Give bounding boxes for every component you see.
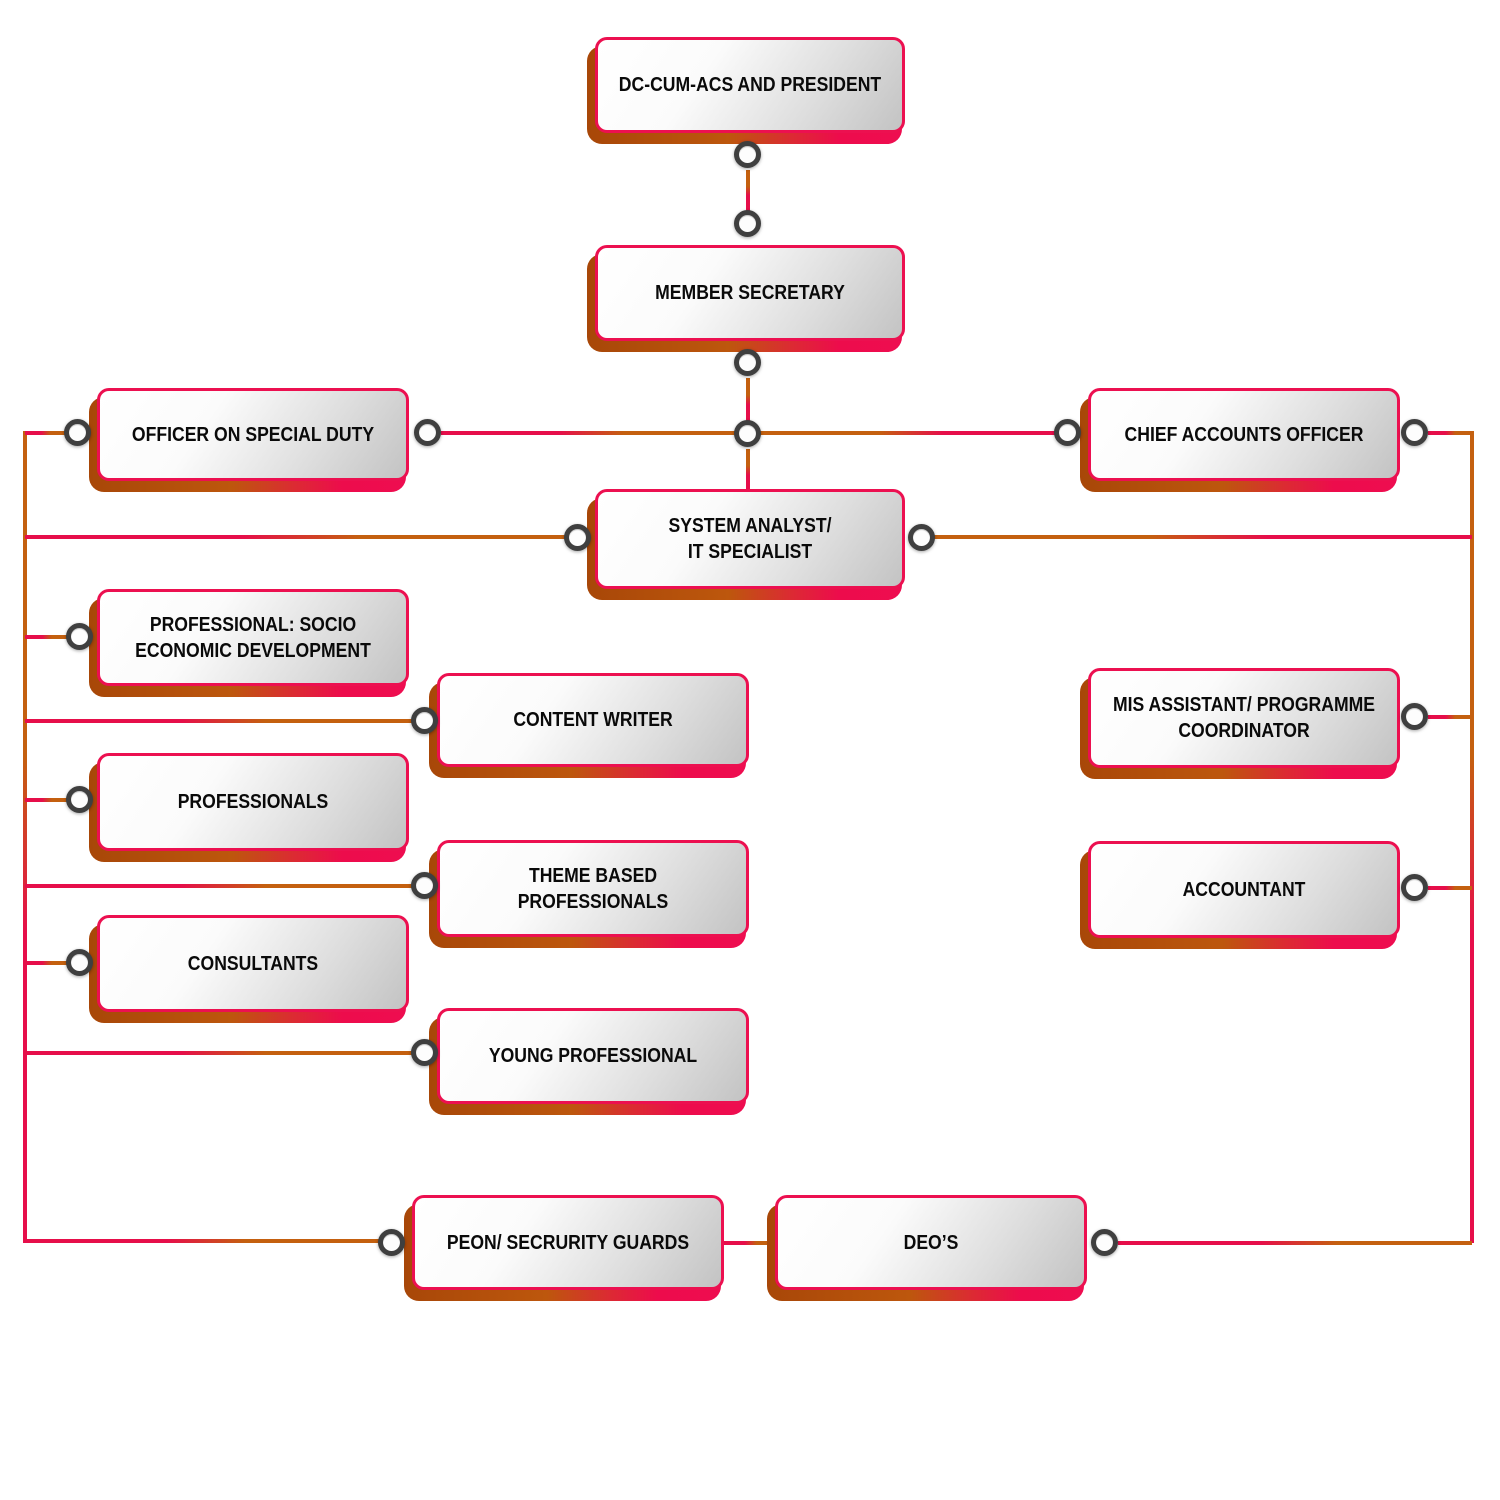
org-node-label: PEON/ SECRURITY GUARDS [446,1231,690,1254]
org-node-label: CONSULTANTS [187,952,319,975]
org-node-system-analyst-it-specialist: SYSTEM ANALYST/ IT SPECIALIST [587,489,905,600]
org-node-member-secretary: MEMBER SECRETARY [587,245,905,352]
connector-line [25,884,413,888]
org-node-chief-accounts-officer: CHIEF ACCOUNTS OFFICER [1080,388,1400,492]
connector-node-icon [1091,1229,1118,1256]
connector-line [746,170,750,211]
connector-line [25,535,566,539]
org-node-box: DC-CUM-ACS AND PRESIDENT [595,37,905,133]
org-node-label: ACCOUNTANT [1182,878,1306,901]
org-node-label: MIS ASSISTANT/ PROGRAMME COORDINATOR [1112,694,1376,742]
connector-line [1118,1241,1472,1245]
org-node-box: MEMBER SECRETARY [595,245,905,341]
org-node-professionals: PROFESSIONALS [89,753,409,862]
org-node-young-professional: YOUNG PROFESSIONAL [429,1008,749,1115]
org-node-label: OFFICER ON SPECIAL DUTY [131,423,375,446]
connector-node-icon [64,419,91,446]
org-node-peon-secrurity-guards: PEON/ SECRURITY GUARDS [404,1195,724,1301]
org-node-box: MIS ASSISTANT/ PROGRAMME COORDINATOR [1088,668,1400,768]
org-node-accountant: ACCOUNTANT [1080,841,1400,949]
connector-line [25,635,68,639]
connector-line [25,431,66,435]
connector-node-icon [411,707,438,734]
org-node-theme-based-professionals: THEME BASED PROFESSIONALS [429,840,749,948]
connector-node-icon [564,524,591,551]
connector-line [723,1241,777,1245]
org-node-label: MEMBER SECRETARY [655,282,845,304]
org-node-dc-cum-acs-and-president: DC-CUM-ACS AND PRESIDENT [587,37,905,144]
connector-node-icon [414,419,441,446]
connector-line [760,431,1056,435]
org-node-label: PROFESSIONALS [177,791,329,813]
org-node-professional-socio-economic-development: PROFESSIONAL: SOCIO ECONOMIC DEVELOPMENT [89,589,409,697]
connector-line [25,798,68,802]
connector-line [441,431,736,435]
connector-node-icon [411,872,438,899]
connector-line [1470,431,1474,1243]
org-node-box: YOUNG PROFESSIONAL [437,1008,749,1104]
org-node-label: PROFESSIONAL: SOCIO ECONOMIC DEVELOPMENT [135,613,371,662]
org-node-label: DEO’S [903,1231,959,1254]
connector-node-icon [734,141,761,168]
connector-line [934,535,1472,539]
connector-node-icon [1401,874,1428,901]
org-node-box: THEME BASED PROFESSIONALS [437,840,749,937]
connector-line [1428,431,1472,435]
connector-line [25,719,413,723]
org-node-box: SYSTEM ANALYST/ IT SPECIALIST [595,489,905,589]
connector-node-icon [1401,703,1428,730]
connector-node-icon [411,1039,438,1066]
connector-line [23,431,27,1243]
org-node-label: CONTENT WRITER [513,709,673,731]
connector-node-icon [734,210,761,237]
connector-node-icon [66,949,93,976]
connector-line [25,1051,413,1055]
org-node-deos: DEO’S [767,1195,1087,1301]
connector-line [746,378,750,421]
org-node-label: SYSTEM ANALYST/ IT SPECIALIST [668,515,832,563]
connector-line [1428,886,1472,890]
org-node-box: CONSULTANTS [97,915,409,1012]
connector-node-icon [734,349,761,376]
connector-node-icon [378,1229,405,1256]
connector-node-icon [66,786,93,813]
org-node-box: PROFESSIONAL: SOCIO ECONOMIC DEVELOPMENT [97,589,409,686]
org-node-mis-assistant-programme-coordinator: MIS ASSISTANT/ PROGRAMME COORDINATOR [1080,668,1400,779]
org-node-box: OFFICER ON SPECIAL DUTY [97,388,409,481]
connector-line [25,961,68,965]
connector-node-icon [1054,419,1081,446]
org-node-box: DEO’S [775,1195,1087,1290]
org-node-box: PEON/ SECRURITY GUARDS [412,1195,724,1290]
org-node-box: ACCOUNTANT [1088,841,1400,938]
connector-node-icon [66,623,93,650]
connector-line [25,1239,380,1243]
connector-node-icon [908,524,935,551]
connector-node-icon [734,420,761,447]
org-node-label: DC-CUM-ACS AND PRESIDENT [618,74,882,96]
org-node-content-writer: CONTENT WRITER [429,673,749,778]
connector-line [746,449,750,491]
connector-line [1428,715,1472,719]
org-node-label: THEME BASED PROFESSIONALS [517,864,669,913]
connector-node-icon [1401,419,1428,446]
org-node-label: YOUNG PROFESSIONAL [488,1045,698,1067]
org-node-box: CHIEF ACCOUNTS OFFICER [1088,388,1400,481]
org-node-label: CHIEF ACCOUNTS OFFICER [1124,423,1364,446]
org-node-box: PROFESSIONALS [97,753,409,851]
org-node-officer-on-special-duty: OFFICER ON SPECIAL DUTY [89,388,409,492]
org-node-box: CONTENT WRITER [437,673,749,767]
org-node-consultants: CONSULTANTS [89,915,409,1023]
